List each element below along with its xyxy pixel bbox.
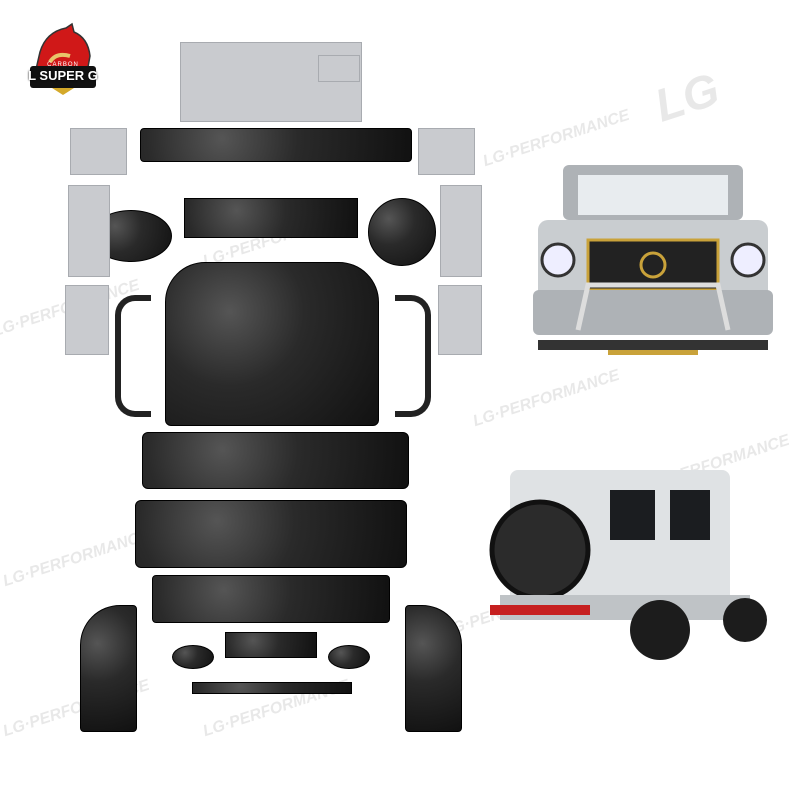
side-panel [440,185,482,277]
watermark: LG·PERFORMANCE [470,366,622,431]
fender-flare [115,295,151,417]
grille-insert [225,632,317,658]
roof-panel [180,42,362,122]
front-grille [135,500,407,568]
rear-bumper [140,128,412,162]
fender-flare [395,295,431,417]
side-step [80,605,137,732]
trim-strip [192,682,352,694]
logo-carbon-text: CARBON [47,62,79,68]
side-panel [418,128,475,175]
watermark: LG [648,62,726,132]
rear-car-photo [489,470,767,660]
panel [318,55,360,82]
hood [165,262,379,426]
logo-main-text: L SUPER G [28,68,98,83]
brand-logo: CARBON L SUPER G [26,22,100,96]
watermark: LG·PERFORMANCE [0,526,152,591]
horse-logo-icon [30,22,96,95]
door-panel [438,285,482,355]
front-bumper [142,432,409,489]
side-panel [70,128,127,175]
side-panel [68,185,110,277]
door-panel [65,285,109,355]
spare-tire-cover [368,198,436,266]
side-step [405,605,462,732]
rear-diffuser [152,575,390,623]
rear-plate [184,198,358,238]
mirror-cover [328,645,370,669]
front-car-photo [533,165,773,355]
mirror-cover [172,645,214,669]
